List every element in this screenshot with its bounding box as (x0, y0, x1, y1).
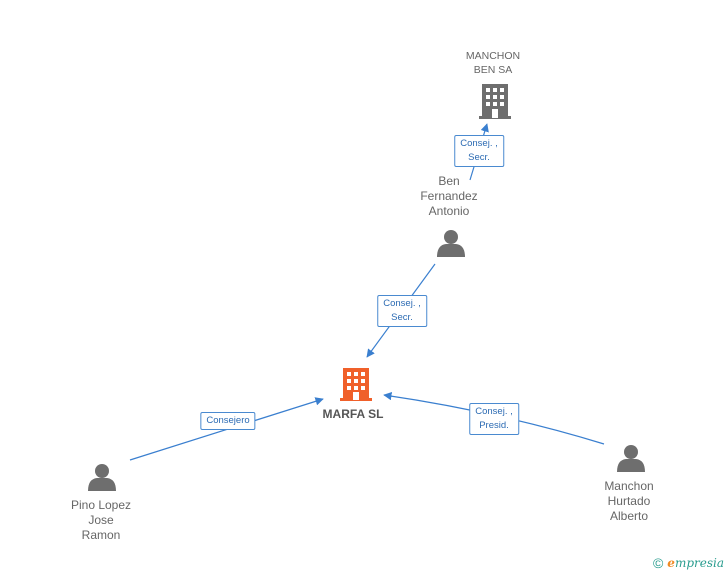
brand-e: e (667, 556, 675, 570)
node-label-manchon-ben[interactable]: MANCHON BEN SA (465, 50, 521, 76)
copyright-icon: © (652, 555, 664, 571)
person-icon[interactable] (88, 464, 116, 491)
node-label-ben-fernandez[interactable]: Ben Fernandez Antonio (420, 174, 478, 218)
person-icon[interactable] (437, 230, 465, 257)
node-label-pino-lopez[interactable]: Pino Lopez Jose Ramon (70, 498, 132, 542)
edge-label-hurtado-to-marfa: Consej. , Presid. (469, 403, 519, 435)
edge-label-ben-to-manchon: Consej. , Secr. (454, 135, 504, 167)
node-label-manchon-hurtado[interactable]: Manchon Hurtado Alberto (604, 479, 654, 523)
edge-label-pino-to-marfa: Consejero (200, 412, 256, 430)
person-icon[interactable] (617, 445, 645, 472)
node-label-marfa[interactable]: MARFA SL (322, 407, 384, 421)
edge-label-ben-to-marfa: Consej. , Secr. (377, 295, 427, 327)
brand-logo: empresia (667, 556, 724, 570)
building-icon[interactable] (479, 84, 511, 119)
brand-rest: mpresia (674, 556, 724, 570)
footer-brand: © empresia (653, 555, 724, 571)
main-building-icon[interactable] (340, 368, 372, 401)
